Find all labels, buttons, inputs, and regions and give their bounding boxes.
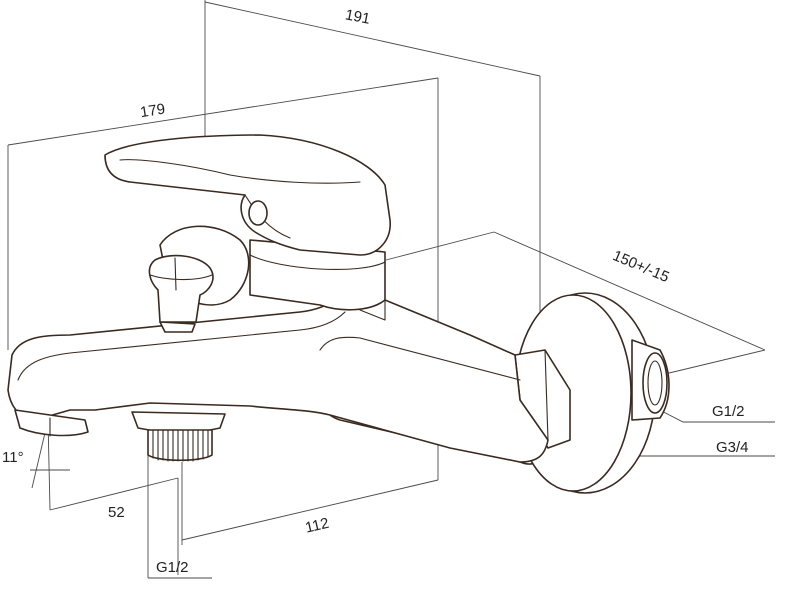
dimension-lines xyxy=(7,0,775,579)
dim-150-label: 150+/-15 xyxy=(610,247,672,286)
dim-112-label: 112 xyxy=(304,515,331,537)
bottom-outlet-thread xyxy=(147,429,213,462)
dim-179-label: 179 xyxy=(139,101,166,122)
dim-52-label: 52 xyxy=(108,504,125,521)
thread-g12-right-label: G1/2 xyxy=(712,403,745,420)
thread-g12-bottom-label: G1/2 xyxy=(156,559,189,576)
lever-handle xyxy=(104,134,391,256)
thread-g34-label: G3/4 xyxy=(716,439,749,456)
faucet-body xyxy=(7,134,670,494)
angle-11-label: 11° xyxy=(2,449,24,466)
dim-191-label: 191 xyxy=(344,6,372,27)
diverter-knob xyxy=(148,254,214,333)
